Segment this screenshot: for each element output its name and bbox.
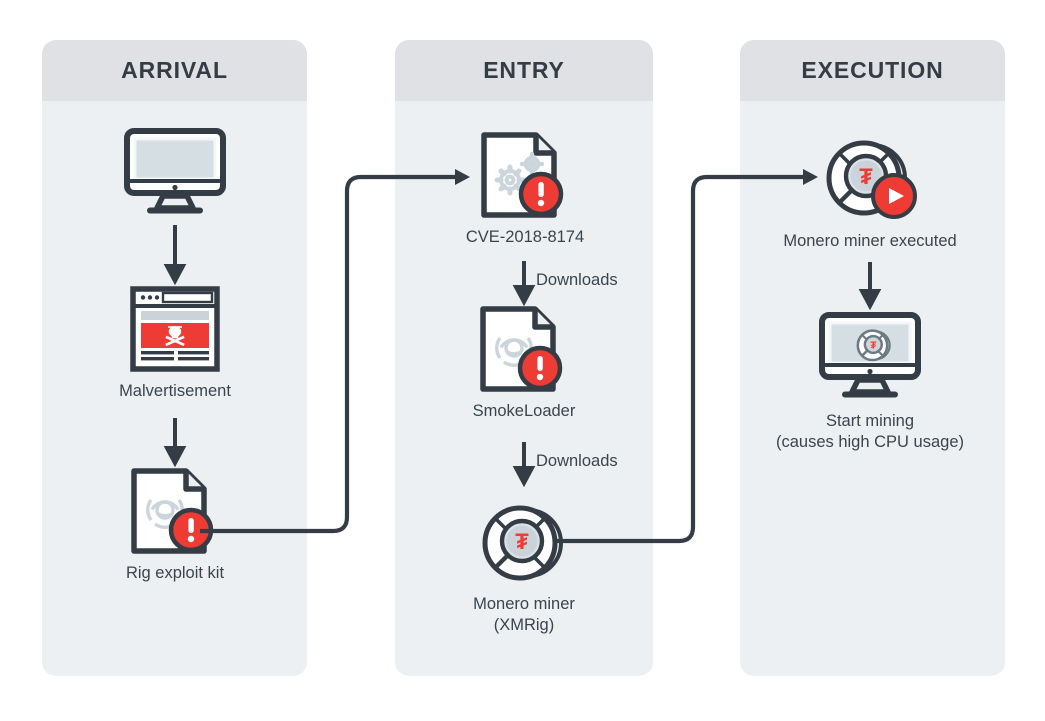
arrow-label-downloads-1: Downloads [536,271,618,289]
caption-rig-exploit-kit: Rig exploit kit [125,564,225,582]
monero-coin-magnifier-icon: ₮ [480,497,568,585]
column-title-entry: ENTRY [483,57,565,83]
svg-text:₮: ₮ [859,164,873,189]
node-arrival-malvertisement: Malvertisement [105,286,245,402]
monitor-mining-icon: ₮ [818,312,922,402]
column-header-entry: ENTRY [395,40,653,101]
caption-monero-miner: Monero miner (XMRig) [473,595,575,635]
document-gears-alert-icon [479,132,571,218]
browser-malvertisement-icon [130,286,220,372]
node-execution-monero-executed: ₮ Monero miner executed [775,132,965,252]
caption-smokeloader: SmokeLoader [472,402,576,420]
node-entry-smokeloader: SmokeLoader [462,306,586,422]
caption-cve: CVE-2018-8174 [465,228,585,246]
document-biohazard-alert-icon [478,306,570,392]
column-header-arrival: ARRIVAL [42,40,307,101]
node-arrival-rig-exploit-kit: Rig exploit kit [113,468,237,584]
column-header-execution: EXECUTION [740,40,1005,101]
node-entry-cve: CVE-2018-8174 [455,132,595,248]
document-biohazard-alert-icon [129,468,221,554]
caption-monero-executed: Monero miner executed [783,232,957,250]
caption-start-mining: Start mining (causes high CPU usage) [775,412,964,452]
arrow-label-downloads-2: Downloads [536,452,618,470]
column-title-arrival: ARRIVAL [121,57,228,83]
node-arrival-monitor [104,128,246,218]
node-entry-monero-miner: ₮ Monero miner (XMRig) [463,497,585,636]
svg-text:₮: ₮ [870,340,877,351]
column-title-execution: EXECUTION [801,57,944,83]
monero-coin-play-icon: ₮ [820,132,920,222]
desktop-monitor-icon [123,128,227,218]
caption-malvertisement: Malvertisement [119,382,231,400]
svg-text:₮: ₮ [515,529,529,554]
node-execution-start-mining: ₮ Start mining (causes high CPU usage) [762,312,978,453]
